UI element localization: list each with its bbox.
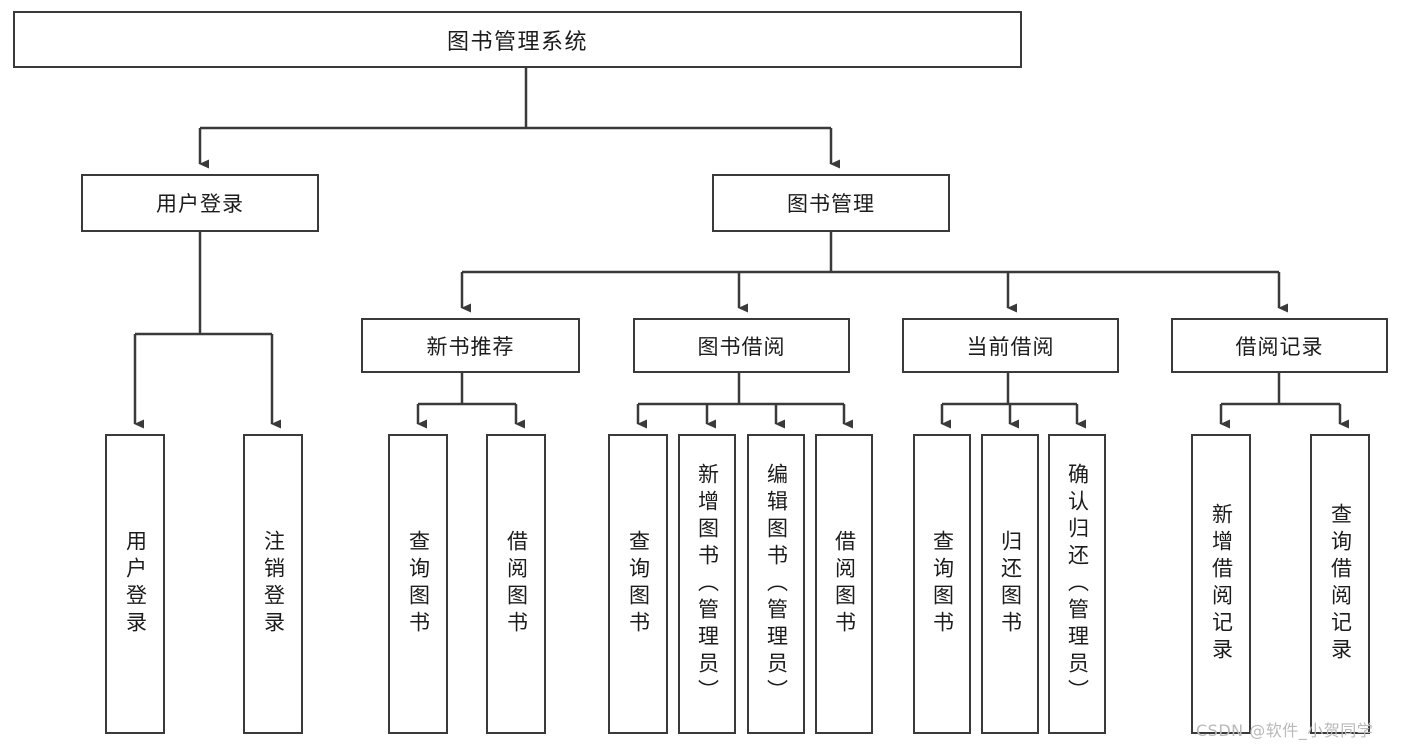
node-label: 新增借阅记录 [1209,503,1234,665]
node-label: 图书管理 [787,192,875,216]
leaf-query-book-recommend[interactable]: 查询图书 [388,434,448,734]
node-label: 当前借阅 [966,334,1055,359]
node-label: 图书管理系统 [446,29,588,55]
node-new-book-recommend[interactable]: 新书推荐 [361,318,580,373]
node-label: 用户登录 [123,530,148,638]
node-label: 借阅记录 [1235,334,1324,359]
node-book-borrow[interactable]: 图书借阅 [633,318,850,373]
leaf-query-book-current[interactable]: 查询图书 [913,434,971,734]
leaf-edit-book-admin[interactable]: 编辑图书（管理员） [747,434,805,734]
node-book-management-system[interactable]: 图书管理系统 [13,11,1022,68]
leaf-borrow-book-recommend[interactable]: 借阅图书 [486,434,546,734]
leaf-query-borrow-record[interactable]: 查询借阅记录 [1310,434,1370,734]
csdn-watermark: CSDN @软件_小贺同学 [1196,721,1374,740]
leaf-confirm-return-admin[interactable]: 确认归还（管理员） [1048,434,1106,734]
node-label: 查询借阅记录 [1328,503,1353,665]
node-label: 查询图书 [930,530,955,638]
leaf-logout-login[interactable]: 注销登录 [243,434,303,734]
node-label: 归还图书 [998,530,1023,638]
leaf-add-borrow-record[interactable]: 新增借阅记录 [1191,434,1251,734]
node-label: 用户登录 [156,192,244,216]
node-label: 图书借阅 [697,334,786,359]
node-borrow-record[interactable]: 借阅记录 [1171,318,1388,373]
node-label: 查询图书 [406,530,431,638]
node-label: 注销登录 [261,530,286,638]
node-book-manage[interactable]: 图书管理 [712,174,950,232]
node-label: 确认归还（管理员） [1065,462,1090,706]
node-label: 新增图书（管理员） [695,462,720,706]
node-current-borrow[interactable]: 当前借阅 [902,318,1119,373]
node-label: 新书推荐 [426,334,515,359]
node-user-login[interactable]: 用户登录 [81,174,319,232]
node-label: 借阅图书 [504,530,529,638]
node-label: 查询图书 [626,530,651,638]
leaf-query-book-borrow[interactable]: 查询图书 [608,434,668,734]
node-label: 编辑图书（管理员） [764,462,789,706]
leaf-borrow-book[interactable]: 借阅图书 [815,434,873,734]
leaf-user-login[interactable]: 用户登录 [105,434,165,734]
node-label: 借阅图书 [832,530,857,638]
leaf-return-book[interactable]: 归还图书 [981,434,1039,734]
leaf-add-book-admin[interactable]: 新增图书（管理员） [678,434,736,734]
